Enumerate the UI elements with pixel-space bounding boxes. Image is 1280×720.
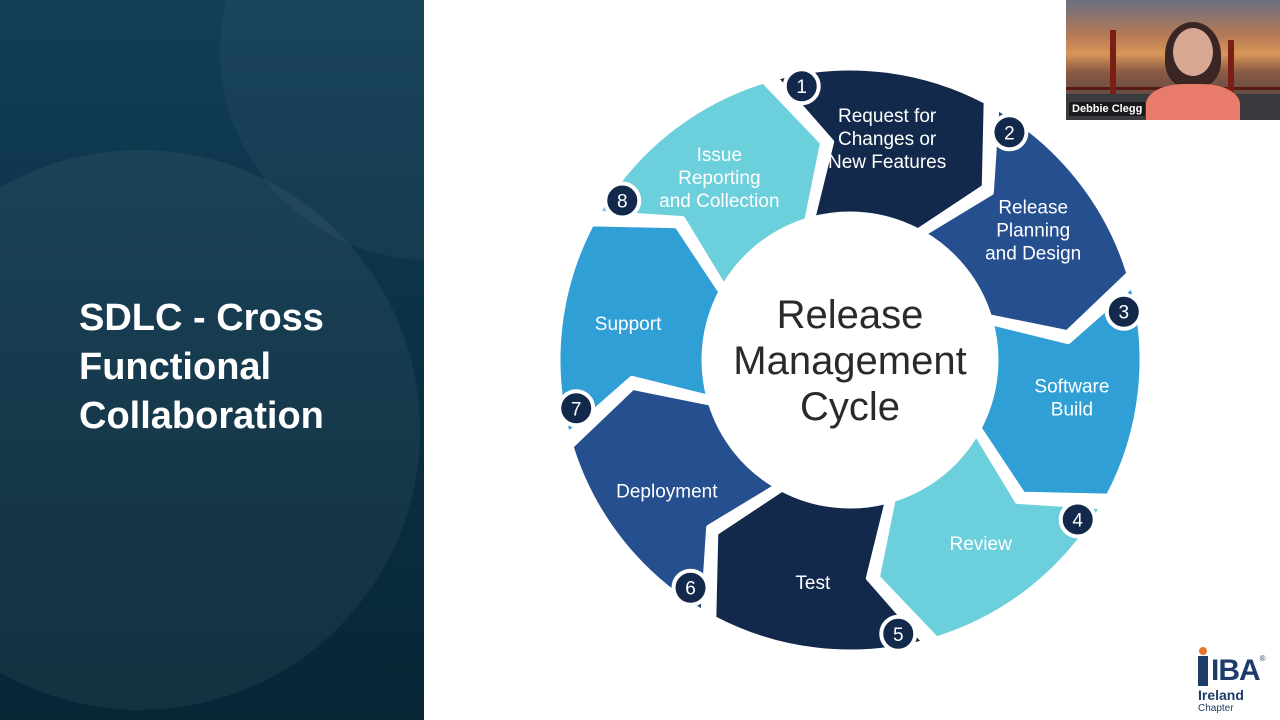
cycle-step-2-number-badge: 2 <box>990 113 1029 152</box>
participant-video-tile[interactable]: Debbie Clegg <box>1066 0 1280 120</box>
svg-text:3: 3 <box>1118 303 1129 324</box>
cycle-step-1-number-badge: 1 <box>782 67 821 106</box>
participant-name: Debbie Clegg <box>1069 102 1146 116</box>
cycle-step-7-number-badge: 7 <box>557 389 596 428</box>
cycle-step-4-label: Review <box>950 534 1013 555</box>
cycle-center-circle <box>706 216 994 504</box>
panel-band <box>0 0 424 262</box>
logo-subtitle: Ireland <box>1198 687 1244 703</box>
svg-text:6: 6 <box>685 579 696 600</box>
logo-mark: IBA ® <box>1198 647 1278 687</box>
logo-subtitle-small: Chapter <box>1198 703 1234 714</box>
cycle-step-3-number-badge: 3 <box>1104 292 1143 331</box>
cycle-step-8-segment <box>595 78 826 290</box>
slide-title-line: SDLC - Cross <box>79 297 324 339</box>
cycle-step-4-segment <box>874 430 1105 642</box>
cycle-step-7-label: Support <box>595 314 662 335</box>
svg-text:8: 8 <box>617 192 628 213</box>
cycle-step-7-segment <box>555 221 724 438</box>
cycle-step-6-number-badge: 6 <box>671 568 710 607</box>
video-background <box>1110 30 1116 100</box>
cycle-step-6-segment <box>568 384 780 615</box>
cycle-step-4-number-badge: 4 <box>1058 500 1097 539</box>
cycle-step-5-number-badge: 5 <box>879 614 918 653</box>
logo-wordmark: IBA <box>1211 654 1261 687</box>
svg-text:4: 4 <box>1072 510 1083 531</box>
cycle-step-1-segment <box>772 65 989 234</box>
svg-text:2: 2 <box>1004 123 1015 144</box>
svg-text:1: 1 <box>796 77 807 98</box>
cycle-step-5-segment <box>711 486 928 655</box>
video-background <box>1228 40 1234 100</box>
participant-image <box>1138 18 1248 120</box>
cycle-step-6-label: Deployment <box>616 482 718 503</box>
logo-i-glyph <box>1198 647 1208 686</box>
cycle-step-5-label: Test <box>795 573 831 594</box>
svg-text:5: 5 <box>893 625 904 646</box>
slide-title: SDLC - Cross Functional Collaboration <box>79 294 399 441</box>
slide-title-line: Collaboration <box>79 395 324 437</box>
cycle-step-3-segment <box>976 282 1145 499</box>
slide-title-line: Functional <box>79 346 272 388</box>
title-panel: SDLC - Cross Functional Collaboration <box>0 0 424 720</box>
svg-text:7: 7 <box>571 399 582 420</box>
iiba-ireland-logo: IBA ® Ireland Chapter <box>1198 647 1278 720</box>
logo-registered: ® <box>1259 654 1266 663</box>
cycle-step-2-segment <box>920 105 1132 336</box>
cycle-step-8-number-badge: 8 <box>603 181 642 220</box>
